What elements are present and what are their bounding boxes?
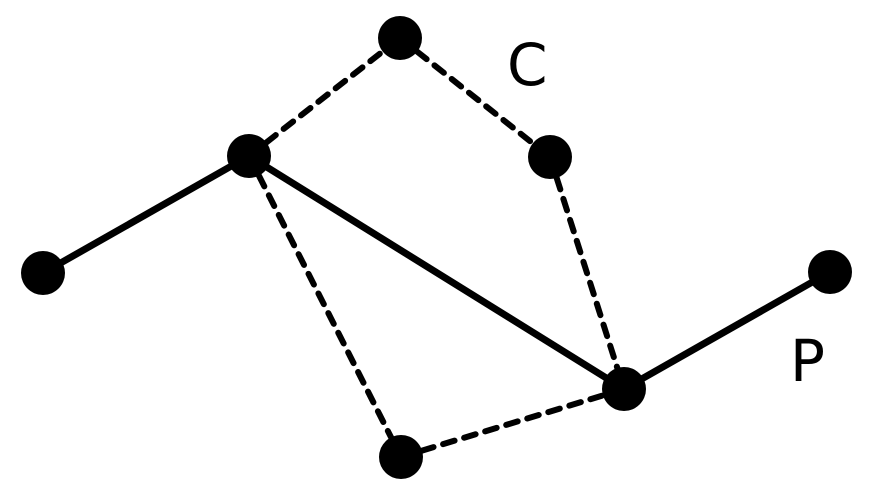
nodes-group [21,16,852,479]
node-n1 [21,251,65,295]
dashed-edge-n4-n5 [547,154,627,392]
labels-group: C P [507,31,825,395]
label-p: P [790,327,825,395]
dashed-edge-n6-n5 [398,386,627,460]
node-n6 [379,435,423,479]
dashed-edge-n3-n4 [397,35,553,160]
node-n3 [378,16,422,60]
node-n2 [227,134,271,178]
label-c: C [507,31,548,99]
node-n5 [602,367,646,411]
solid-edge-n2-n5 [247,153,626,392]
node-n4 [528,135,572,179]
edges-group [41,35,832,460]
solid-edge-n1-n2 [41,152,251,277]
dashed-edge-n2-n6 [246,153,404,460]
node-n7 [808,250,852,294]
dashed-edge-n2-n3 [246,35,403,159]
solid-edge-n5-n7 [622,268,832,393]
